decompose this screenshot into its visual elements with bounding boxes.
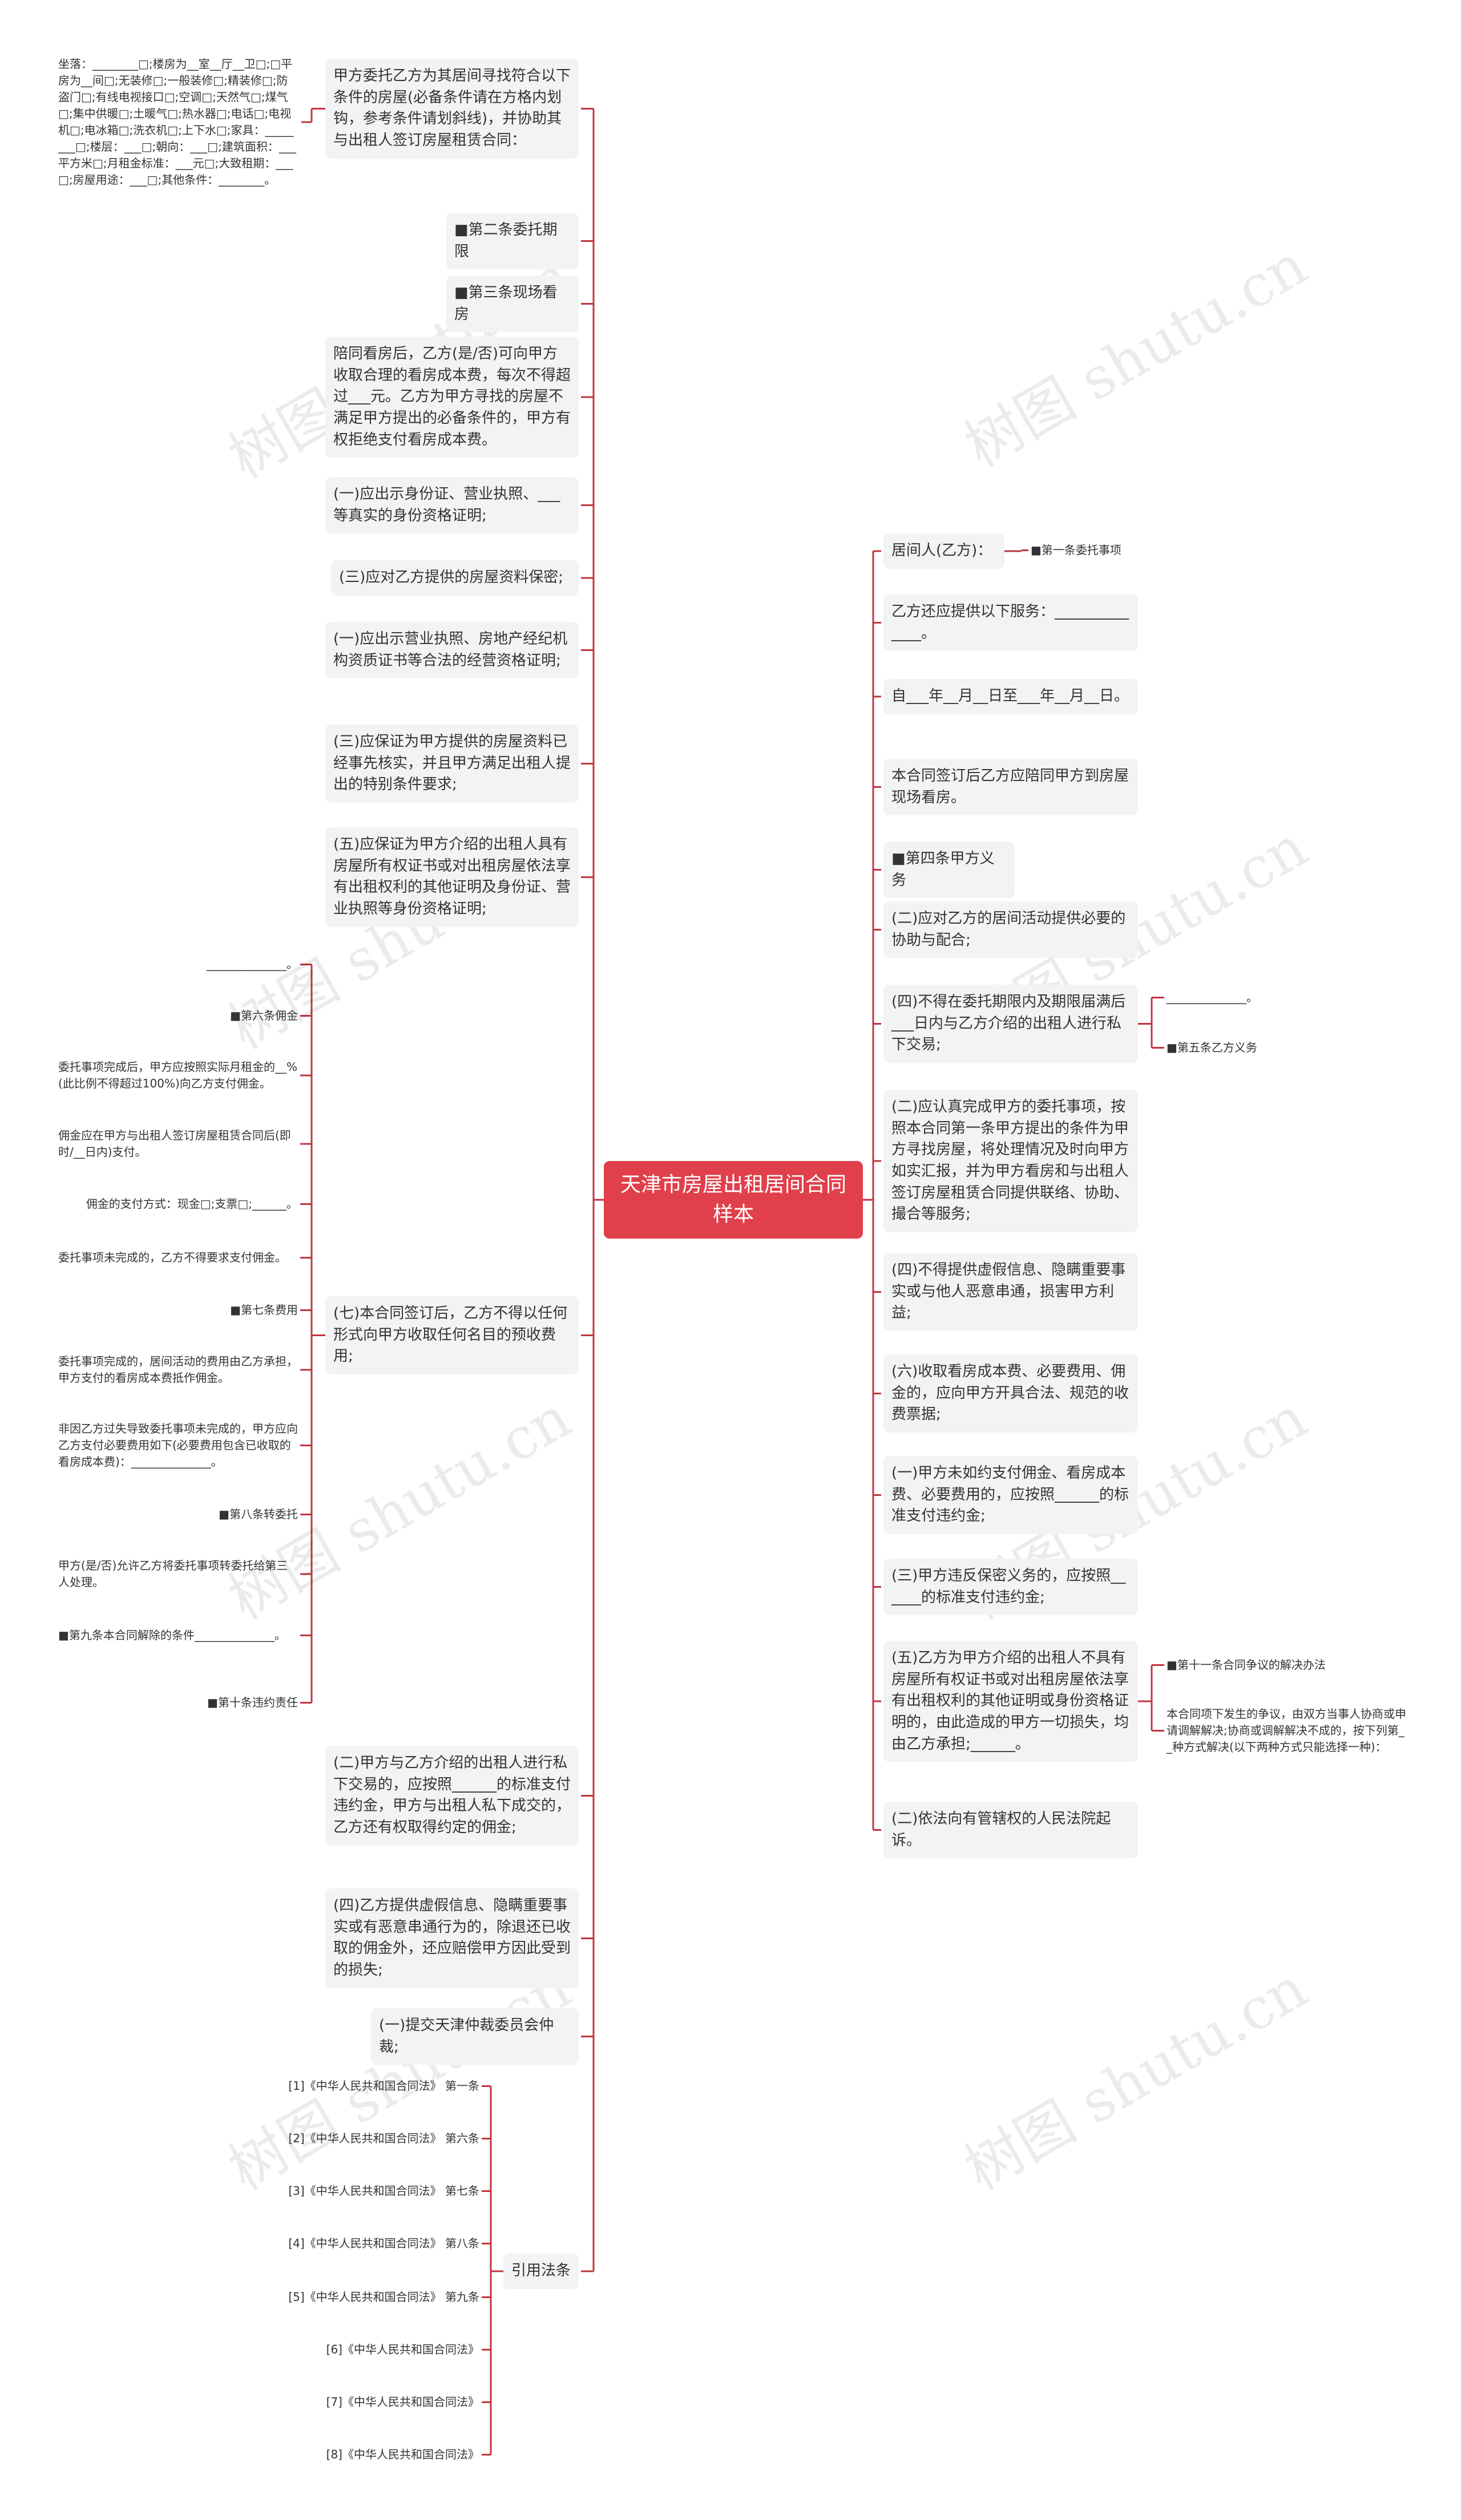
law-reference[interactable]: [5]《中华人民共和国合同法》 第九条 [288,2290,479,2304]
left-node-10-child: 佣金应在甲方与出租人签订房屋租赁合同后(即时/__日内)支付。 [58,1128,291,1159]
left-node-4[interactable]: 陪同看房后，乙方(是/否)可向甲方收取合理的看房成本费，每次不得超过___元。乙… [325,337,579,458]
right-node-13-child: 本合同项下发生的争议，由双方当事人协商或申请调解解决;协商或调解解决不成的，按下… [1167,1707,1406,1754]
right-node-12[interactable]: (三)甲方违反保密义务的，应按照______的标准支付违约金; [883,1559,1138,1616]
right-node-5[interactable]: ■第四条甲方义务 [883,842,1015,899]
left-node-9[interactable]: (五)应保证为甲方介绍的出租人具有房屋所有权证书或对出租房屋依法享有出租权利的其… [325,827,579,927]
left-node-8[interactable]: (三)应保证为甲方提供的房屋资料已经事先核实，并且甲方满足出租人提出的特别条件要… [325,725,579,803]
left-node-10-child: 佣金的支付方式：现金□;支票□;______。 [86,1197,298,1211]
right-node-2[interactable]: 乙方还应提供以下服务：______________。 [883,594,1138,652]
left-node-1-detail: 坐落：________□;楼房为__室__厅__卫□;□平房为__间□;无装修□… [58,57,296,187]
law-reference[interactable]: [1]《中华人民共和国合同法》 第一条 [288,2079,479,2093]
left-node-10-child: 委托事项完成后，甲方应按照实际月租金的__%(此比例不得超过100%)向乙方支付… [58,1060,298,1090]
law-reference[interactable]: [2]《中华人民共和国合同法》 第六条 [288,2131,479,2145]
law-reference[interactable]: [7]《中华人民共和国合同法》 [326,2395,479,2409]
left-node-10-child: 委托事项完成的，居间活动的费用由乙方承担，甲方支付的看房成本费抵作佣金。 [58,1354,298,1385]
left-node-13[interactable]: (一)提交天津仲裁委员会仲裁; [371,2008,579,2065]
left-node-10-child: ■第六条佣金 [230,1009,298,1022]
left-node-2[interactable]: ■第二条委托期限 [446,213,579,270]
left-node-3[interactable]: ■第三条现场看房 [446,276,579,333]
left-node-1[interactable]: 甲方委托乙方为其居间寻找符合以下条件的房屋(必备条件请在方格内划钩，参考条件请划… [325,59,579,159]
right-node-1[interactable]: 居间人(乙方)： [883,533,1004,569]
right-node-13[interactable]: (五)乙方为甲方介绍的出租人不具有房屋所有权证书或对出租房屋依法享有出租权利的其… [883,1641,1138,1762]
right-node-4[interactable]: 本合同签订后乙方应陪同甲方到房屋现场看房。 [883,759,1138,816]
left-node-cited-laws[interactable]: 引用法条 [503,2254,579,2289]
left-node-5[interactable]: (一)应出示身份证、营业执照、___等真实的身份资格证明; [325,477,579,534]
right-node-6[interactable]: (二)应对乙方的居间活动提供必要的协助与配合; [883,901,1138,958]
left-node-10[interactable]: (七)本合同签订后，乙方不得以任何形式向甲方收取任何名目的预收费用; [325,1296,579,1375]
left-node-10-child: 非因乙方过失导致委托事项未完成的，甲方应向乙方支付必要费用如下(必要费用包含已收… [58,1422,298,1469]
left-node-10-child: 委托事项未完成的，乙方不得要求支付佣金。 [58,1251,286,1264]
left-node-10-child: ■第十条违约责任 [207,1696,298,1709]
law-reference[interactable]: [8]《中华人民共和国合同法》 [326,2448,479,2461]
right-node-14[interactable]: (二)依法向有管辖权的人民法院起诉。 [883,1802,1138,1859]
left-node-10-child: 甲方(是/否)允许乙方将委托事项转委托给第三人处理。 [58,1559,288,1589]
root-node[interactable]: 天津市房屋出租居间合同样本 [604,1161,863,1239]
law-reference[interactable]: [4]《中华人民共和国合同法》 第八条 [288,2236,479,2250]
law-reference[interactable]: [3]《中华人民共和国合同法》 第七条 [288,2184,479,2198]
right-node-7-child: ■第五条乙方义务 [1167,1041,1257,1054]
left-node-10-child: ______________。 [207,957,298,971]
right-node-3[interactable]: 自___年__月__日至___年__月__日。 [883,679,1138,714]
left-node-10-child: ■第九条本合同解除的条件______________。 [58,1628,286,1642]
left-node-6[interactable]: (三)应对乙方提供的房屋资料保密; [331,560,579,596]
left-node-7[interactable]: (一)应出示营业执照、房地产经纪机构资质证书等合法的经营资格证明; [325,622,579,679]
left-node-10-child: ■第八条转委托 [219,1507,298,1521]
right-node-7-child: ______________。 [1167,990,1258,1004]
left-node-12[interactable]: (四)乙方提供虚假信息、隐瞒重要事实或有恶意串通行为的，除退还已收取的佣金外，还… [325,1888,579,1988]
left-node-10-child: ■第七条费用 [230,1303,298,1317]
right-node-9[interactable]: (四)不得提供虚假信息、隐瞒重要事实或与他人恶意串通，损害甲方利益; [883,1253,1138,1332]
law-reference[interactable]: [6]《中华人民共和国合同法》 [326,2343,479,2356]
right-node-10[interactable]: (六)收取看房成本费、必要费用、佣金的，应向甲方开具合法、规范的收费票据; [883,1354,1138,1433]
right-node-7[interactable]: (四)不得在委托期限内及期限届满后___日内与乙方介绍的出租人进行私下交易; [883,985,1138,1063]
right-node-11[interactable]: (一)甲方未如约支付佣金、看房成本费、必要费用的，应按照______的标准支付违… [883,1456,1138,1535]
left-node-11[interactable]: (二)甲方与乙方介绍的出租人进行私下交易的，应按照______的标准支付违约金，… [325,1746,579,1846]
right-node-8[interactable]: (二)应认真完成甲方的委托事项，按照本合同第一条甲方提出的条件为甲方寻找房屋，将… [883,1090,1138,1233]
right-node-13-child: ■第十一条合同争议的解决办法 [1167,1658,1326,1672]
right-node-1-child: ■第一条委托事项 [1031,543,1121,557]
